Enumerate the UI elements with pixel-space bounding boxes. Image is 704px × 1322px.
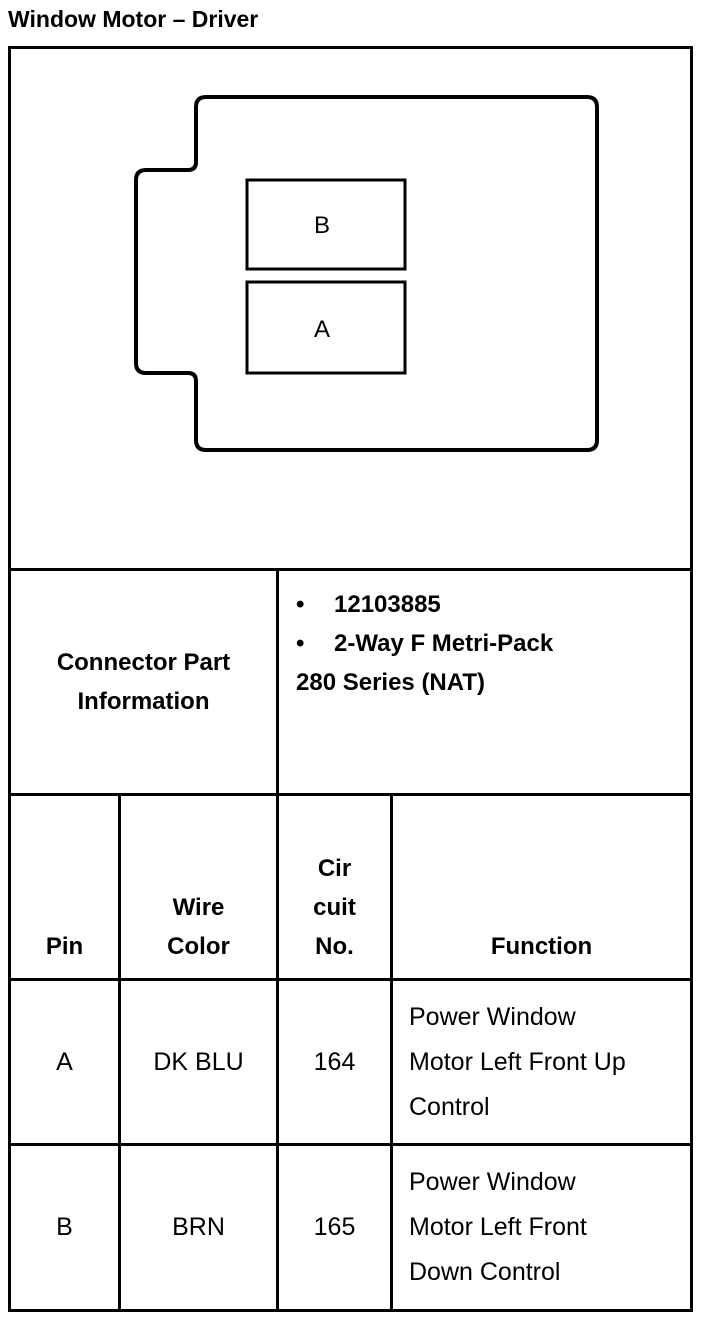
cavity-a-box xyxy=(245,280,407,375)
divider-circuit-col xyxy=(390,793,393,1312)
row-a-function: Power Window Motor Left Front Up Control xyxy=(409,1002,626,1121)
part-number: 12103885 xyxy=(334,591,441,618)
divider-partinfo-col xyxy=(276,568,279,1312)
divider-diagram-bottom xyxy=(8,568,693,571)
header-function: Function xyxy=(490,933,593,960)
connector-series: 280 Series (NAT) xyxy=(296,669,485,696)
part-info-label-line2: Information xyxy=(77,688,210,715)
part-info-label-line1: Connector Part xyxy=(56,649,231,676)
divider-row-a-bottom xyxy=(8,1143,693,1146)
header-wire-color: Wire Color xyxy=(167,894,230,960)
cavity-b-label: B xyxy=(314,212,330,239)
header-pin: Pin xyxy=(45,933,84,960)
cavity-a-label: A xyxy=(314,316,330,343)
connector-outline xyxy=(134,95,599,452)
row-a-circuit: 164 xyxy=(313,1047,356,1076)
row-b-pin: B xyxy=(56,1213,73,1241)
bullet-icon: • xyxy=(296,591,305,618)
row-b-circuit: 165 xyxy=(313,1213,356,1241)
row-b-function: Power Window Motor Left Front Down Contr… xyxy=(409,1168,587,1286)
header-circuit-no: Cir cuit No. xyxy=(313,855,356,960)
divider-partinfo-bottom xyxy=(8,793,693,796)
part-info-values: • 12103885 • 2-Way F Metri-Pack 280 Seri… xyxy=(296,585,686,702)
row-b-wire-color: BRN xyxy=(172,1213,225,1241)
row-a-wire-color: DK BLU xyxy=(153,1047,244,1076)
part-info-item: • 12103885 xyxy=(296,585,686,624)
connector-table-frame xyxy=(8,46,693,1312)
part-info-item: • 2-Way F Metri-Pack xyxy=(296,624,686,663)
divider-pin-col xyxy=(118,793,121,1312)
page-title: Window Motor – Driver xyxy=(8,6,259,32)
row-a-pin: A xyxy=(56,1047,73,1076)
bullet-icon: • xyxy=(296,630,305,657)
part-info-label: Connector Part Information xyxy=(11,571,276,793)
cavity-b-box xyxy=(245,178,407,271)
divider-header-bottom xyxy=(8,978,693,981)
connector-type: 2-Way F Metri-Pack xyxy=(334,630,554,657)
